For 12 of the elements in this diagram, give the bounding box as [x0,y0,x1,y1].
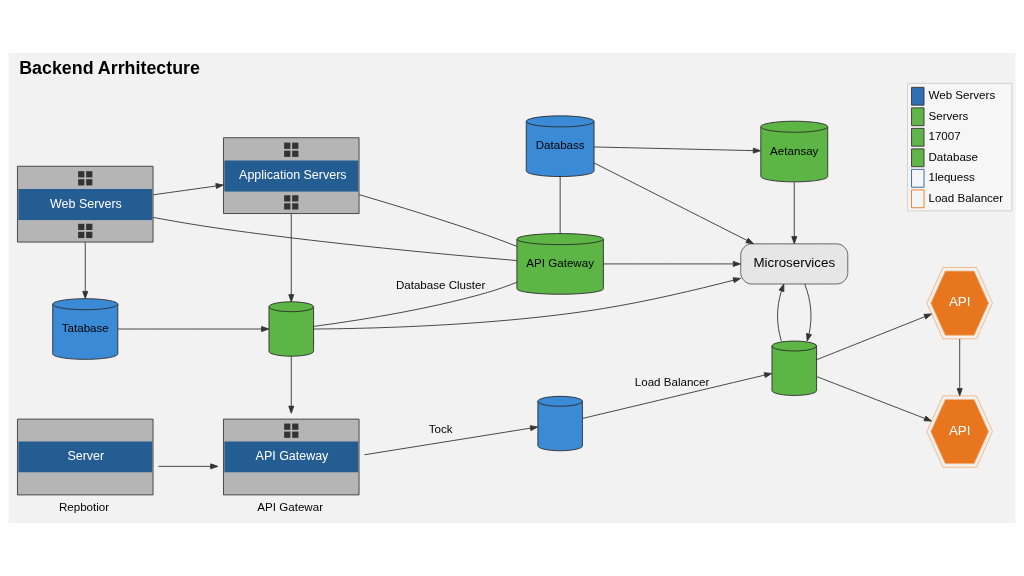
legend-label: 17007 [928,130,961,143]
node-label: Repbotior [58,501,110,514]
diagram-title: Backend Arrhitecture [19,57,200,78]
legend-label: Web Servers [928,89,996,102]
legend-label: 1lequess [928,171,975,184]
edge-label: Load Balancer [634,375,710,388]
legend-label: Servers [928,109,969,122]
edge-label: Tock [428,422,453,435]
edge-label: Database Cluster [395,279,486,292]
legend-label: Load Balancer [928,191,1004,204]
node-label: API Gatewar [257,501,324,514]
legend-label: Database [928,150,979,163]
